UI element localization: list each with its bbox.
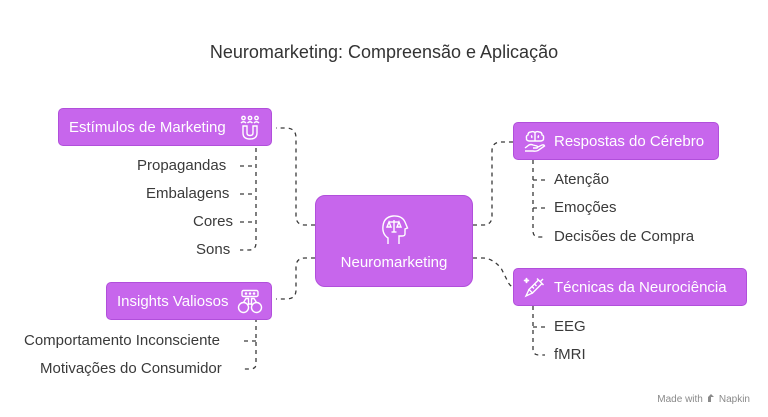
connector-center-insights	[276, 257, 315, 300]
node-valuable-insights: Insights Valiosos	[106, 282, 272, 320]
binoculars-icon	[237, 289, 263, 315]
node-neuromarketing: Neuromarketing	[315, 195, 473, 287]
brain-hand-icon	[523, 129, 547, 153]
magnet-people-icon	[239, 115, 261, 141]
node-label: Respostas do Cérebro	[554, 132, 705, 150]
leaf-techniques-0: EEG	[554, 318, 586, 335]
connector-techniques-items	[532, 306, 545, 356]
syringe-icon	[523, 275, 547, 299]
leaf-stimuli-1: Embalagens	[146, 185, 230, 202]
diagram-title: Neuromarketing: Compreensão e Aplicação	[209, 42, 559, 62]
node-label: Técnicas da Neurociência	[554, 278, 727, 296]
watermark-prefix: Made with	[657, 394, 703, 405]
node-label: Insights Valiosos	[117, 292, 229, 310]
connector-center-techniques	[473, 257, 515, 288]
head-balance-icon	[380, 212, 410, 246]
napkin-logo-icon	[706, 393, 716, 406]
leaf-stimuli-2: Cores	[193, 213, 234, 230]
napkin-watermark: Made with Napkin	[657, 393, 750, 406]
node-label: Estímulos de Marketing	[69, 118, 226, 136]
leaf-stimuli-3: Sons	[196, 241, 231, 258]
leaf-insights-0: Comportamento Inconsciente	[24, 332, 220, 349]
connector-center-stimuli	[276, 127, 315, 226]
connector-center-responses	[473, 141, 513, 226]
connector-stimuli-items	[240, 148, 257, 251]
node-brain-responses: Respostas do Cérebro	[513, 122, 719, 160]
watermark-brand: Napkin	[718, 394, 750, 405]
node-marketing-stimuli: Estímulos de Marketing	[58, 108, 272, 146]
leaf-responses-2: Decisões de Compra	[554, 228, 695, 245]
connector-insights-items	[244, 318, 257, 370]
leaf-insights-1: Motivações do Consumidor	[40, 360, 222, 377]
leaf-responses-1: Emoções	[554, 199, 617, 216]
leaf-responses-0: Atenção	[554, 171, 610, 188]
node-neuroscience-techniques: Técnicas da Neurociência	[513, 268, 747, 306]
center-label: Neuromarketing	[340, 254, 448, 271]
connector-responses-items	[532, 160, 545, 238]
leaf-stimuli-0: Propagandas	[137, 157, 227, 174]
leaf-techniques-1: fMRI	[554, 346, 586, 363]
